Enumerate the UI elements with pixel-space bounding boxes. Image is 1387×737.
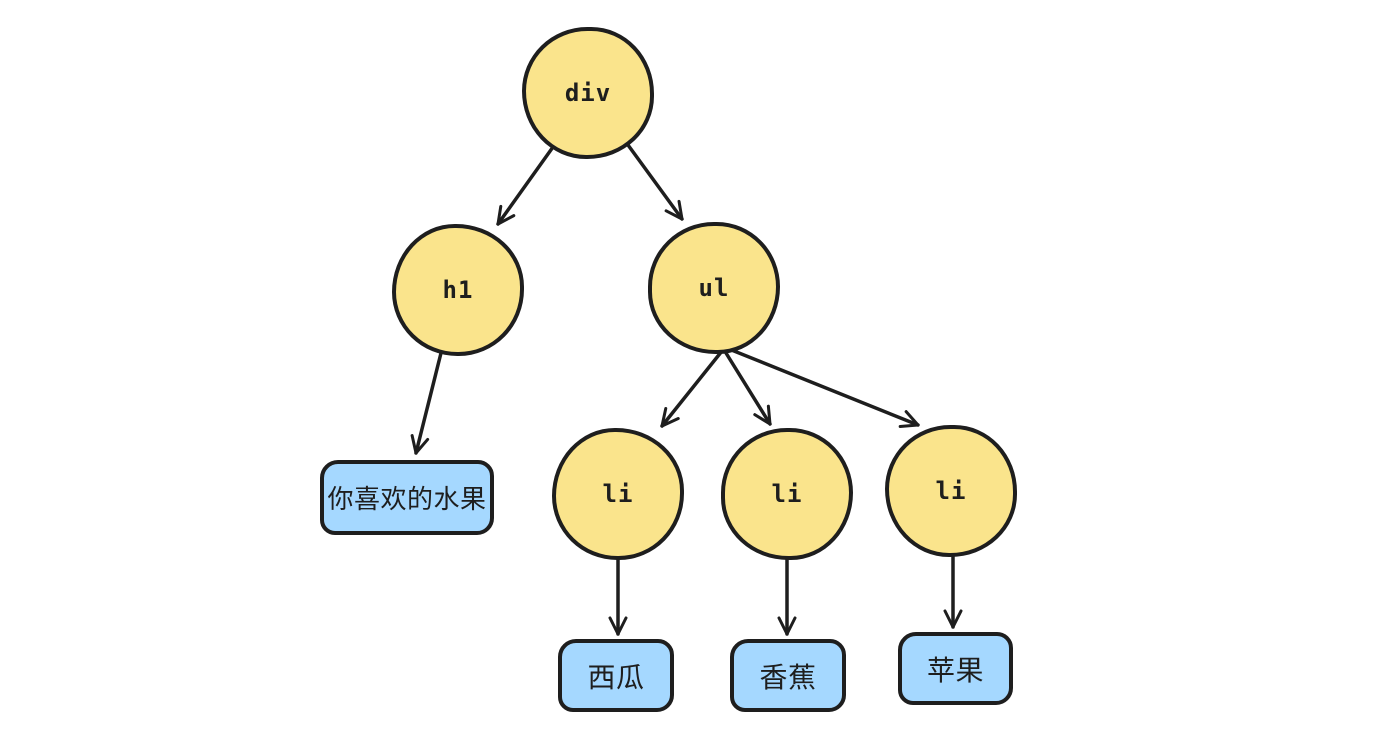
- text-node-banana: 香蕉: [730, 639, 846, 712]
- tree-node-li-1-label: li: [602, 480, 634, 508]
- text-node-apple: 苹果: [898, 632, 1013, 705]
- text-node-watermelon: 西瓜: [558, 639, 674, 712]
- tree-node-h1: h1: [392, 224, 524, 356]
- text-node-apple-label: 苹果: [926, 654, 984, 686]
- tree-node-li-2: li: [721, 428, 853, 560]
- tree-node-div: div: [522, 27, 654, 159]
- arrow-ul-to-li3: [727, 347, 920, 428]
- tree-node-div-label: div: [564, 79, 612, 107]
- text-node-watermelon-label: 西瓜: [587, 661, 645, 693]
- arrow-ul-to-li1: [660, 349, 724, 428]
- tree-node-li-1: li: [552, 428, 684, 560]
- tree-node-ul: ul: [648, 222, 780, 354]
- tree-node-li-3: li: [885, 425, 1017, 557]
- arrow-ul-to-li2: [724, 351, 772, 426]
- tree-node-li-2-label: li: [771, 480, 803, 508]
- tree-node-h1-label: h1: [442, 276, 474, 304]
- arrow-div-to-h1: [496, 145, 555, 226]
- tree-node-ul-label: ul: [698, 274, 730, 302]
- text-node-banana-label: 香蕉: [759, 661, 817, 693]
- tree-node-li-3-label: li: [935, 477, 967, 505]
- arrow-h1-to-text: [410, 351, 443, 455]
- text-node-fruit-title-label: 你喜欢的水果: [327, 484, 487, 514]
- arrow-div-to-ul: [626, 143, 684, 221]
- text-node-fruit-title: 你喜欢的水果: [320, 460, 494, 535]
